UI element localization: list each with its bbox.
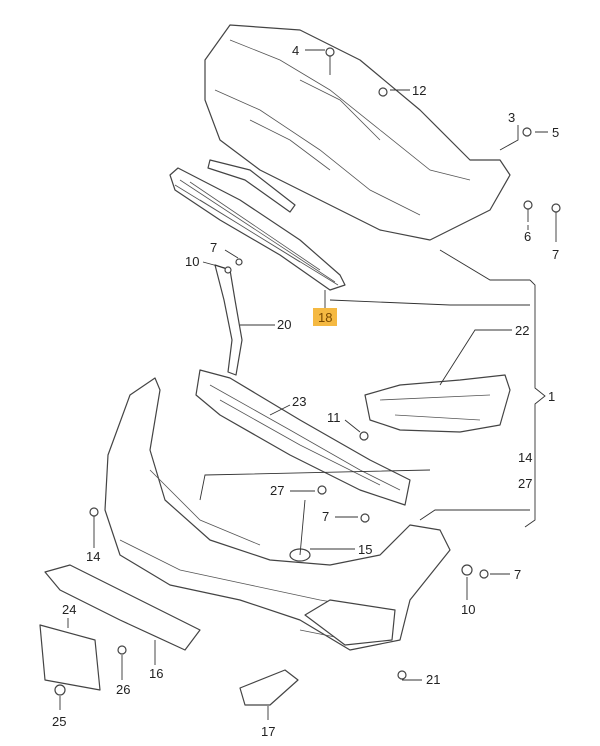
callout-18-highlighted[interactable]: 18 — [318, 310, 332, 325]
callout-3: 3 — [508, 110, 515, 125]
callout-20: 20 — [277, 317, 291, 332]
callout-7: 7 — [514, 567, 521, 582]
callout-12: 12 — [412, 83, 426, 98]
callout-10: 10 — [185, 254, 199, 269]
bracket-20 — [214, 264, 243, 376]
upper-grille-strip — [207, 159, 296, 213]
callout-25: 25 — [52, 714, 66, 729]
callout-1: 1 — [548, 389, 555, 404]
callout-21: 21 — [426, 672, 440, 687]
lower-grille-part-18 — [169, 167, 346, 291]
callout-7: 7 — [552, 247, 559, 262]
callout-14: 14 — [86, 549, 100, 564]
callout-26: 26 — [116, 682, 130, 697]
callout-17: 17 — [261, 724, 275, 739]
callout-27: 27 — [270, 483, 284, 498]
callout-22: 22 — [515, 323, 529, 338]
callout-labels: 4 12 3 5 6 7 7 10 18 20 22 1 23 11 14 27… — [52, 43, 559, 739]
callout-7: 7 — [322, 509, 329, 524]
plate-holder-16 — [44, 564, 201, 651]
callout-6: 6 — [524, 229, 531, 244]
callout-11: 11 — [327, 410, 341, 425]
callout-23: 23 — [292, 394, 306, 409]
callout-7: 7 — [210, 240, 217, 255]
grille-17 — [239, 669, 299, 706]
fasteners — [54, 47, 561, 696]
callout-15: 15 — [358, 542, 372, 557]
callout-16: 16 — [149, 666, 163, 681]
callout-4: 4 — [292, 43, 299, 58]
energy-absorber-23 — [195, 369, 411, 506]
callout-5: 5 — [552, 125, 559, 140]
license-plate-24 — [39, 624, 101, 691]
bumper-cover — [104, 377, 451, 651]
leader-lines — [59, 49, 548, 720]
callout-10: 10 — [461, 602, 475, 617]
callout-14: 14 — [518, 450, 532, 465]
bracket-22 — [364, 374, 511, 433]
highlight-box-18 — [313, 308, 337, 326]
callout-24: 24 — [62, 602, 76, 617]
callout-27: 27 — [518, 476, 532, 491]
bumper-carrier — [204, 24, 511, 241]
